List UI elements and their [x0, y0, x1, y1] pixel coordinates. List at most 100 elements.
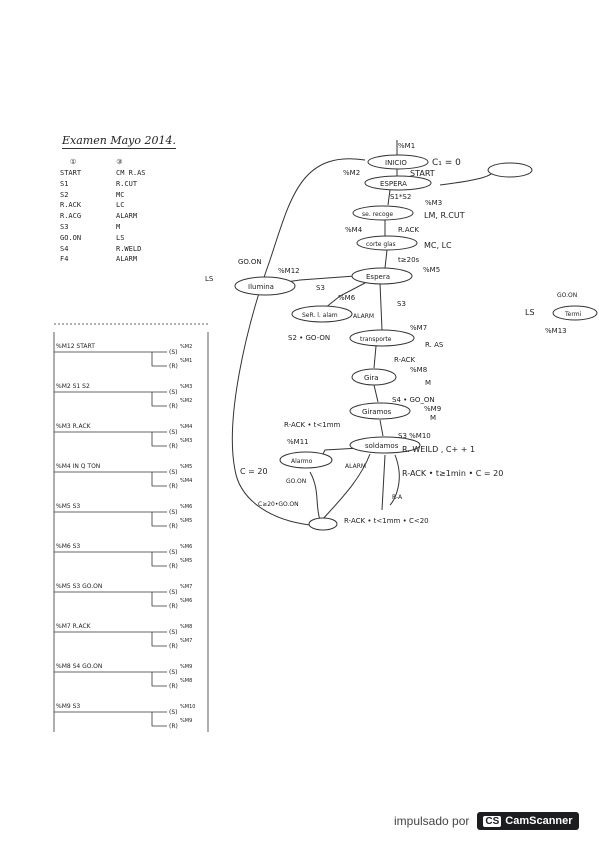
- transition: %M13: [545, 327, 567, 335]
- coil-address: %M9: [180, 718, 192, 724]
- flow-line: [379, 282, 383, 331]
- rung-branch: [151, 631, 167, 647]
- ladder-rung: %M9 S3(S)(R)%M10%M9: [54, 703, 195, 730]
- transition: %M8: [410, 366, 427, 374]
- step-espera2: [351, 267, 413, 285]
- step-action: LS: [525, 308, 535, 317]
- coil-symbol: (R): [169, 363, 178, 370]
- transition: R-ACK • t≥1min • C = 20: [402, 469, 503, 478]
- step-label: Giramos: [362, 408, 392, 416]
- coil-address: %M1: [180, 358, 192, 364]
- ladder-rung: %M4 IN Q TON(S)(R)%M5%M4: [54, 463, 192, 490]
- flow-line: [373, 345, 377, 369]
- io-input: S1: [60, 179, 69, 188]
- coil-address: %M8: [180, 624, 192, 630]
- branch-line: [389, 454, 400, 506]
- io-output: R.CUT: [116, 179, 138, 188]
- transition: C≥20•GO.ON: [258, 501, 299, 508]
- transition: S2 • GO-ON: [288, 334, 330, 342]
- io-input: F4: [60, 255, 69, 264]
- transition: %M12: [278, 267, 300, 275]
- coil-address: %M6: [180, 504, 192, 510]
- coil-symbol: (R): [169, 483, 178, 490]
- step-action: LM, R.CUT: [424, 211, 465, 220]
- ladder-diagram: %M12 START(S)(R)%M2%M1%M2 S1 S2(S)(R)%M3…: [53, 323, 209, 732]
- rung-contacts: %M8 S4 GO.ON: [56, 663, 102, 670]
- io-input: R.ACK: [60, 201, 82, 210]
- coil-address: %M5: [180, 518, 192, 524]
- ladder-rung: %M7 R.ACK(S)(R)%M8%M7: [54, 623, 192, 650]
- io-output: MC: [116, 190, 125, 199]
- coil-symbol: (R): [169, 403, 178, 410]
- transition: LS: [205, 275, 214, 283]
- coil-address: %M5: [180, 464, 192, 470]
- coil-symbol: (S): [169, 669, 178, 676]
- step-action: ALARM: [345, 463, 366, 470]
- transition: %M4: [345, 226, 363, 234]
- step-giramos: [349, 402, 411, 420]
- coil-symbol: (S): [169, 389, 178, 396]
- transition: GO.ON: [286, 478, 306, 485]
- rung-contacts: %M3 R.ACK: [56, 423, 92, 430]
- coil-symbol: (R): [169, 523, 178, 530]
- coil-address: %M2: [180, 398, 192, 404]
- transition: %M9: [424, 405, 441, 413]
- branch-line: [324, 282, 366, 309]
- step-soldamos: [349, 436, 421, 454]
- rung-contacts: %M9 S3: [56, 703, 80, 710]
- coil-symbol: (S): [169, 469, 178, 476]
- rung-branch: [151, 711, 167, 727]
- step-gira: [351, 368, 397, 386]
- flow-line: [384, 249, 388, 269]
- transition: %M7: [410, 324, 427, 332]
- transition: S3: [316, 284, 325, 292]
- step-seral: [291, 305, 353, 323]
- transition: S4 • GO_ON: [392, 396, 435, 404]
- io-output: ALARM: [116, 212, 138, 221]
- transition: %M1: [398, 142, 415, 150]
- coil-symbol: (R): [169, 643, 178, 650]
- branch-line: [321, 453, 371, 521]
- step-action: M: [425, 379, 431, 387]
- step-label: transporte: [360, 336, 392, 343]
- coil-symbol: (S): [169, 349, 178, 356]
- step-label: Espera: [366, 273, 390, 281]
- flow-line: [373, 384, 379, 403]
- ladder-rung: %M12 START(S)(R)%M2%M1: [54, 343, 192, 370]
- coil-address: %M8: [180, 678, 192, 684]
- step-label: Gira: [364, 374, 379, 382]
- coil-symbol: (S): [169, 709, 178, 716]
- coil-address: %M5: [180, 558, 192, 564]
- transition: R-ACK • t<1mm: [284, 421, 341, 429]
- coil-symbol: (S): [169, 429, 178, 436]
- coil-address: %M4: [180, 424, 192, 430]
- ladder-rung: %M8 S4 GO.ON(S)(R)%M9%M8: [54, 663, 192, 690]
- io-input: R.ACG: [60, 212, 82, 221]
- transition: %M5: [423, 266, 440, 274]
- rung-contacts: %M5 S3: [56, 503, 80, 510]
- rung-branch: [151, 391, 167, 407]
- step-action: C₁ = 0: [432, 158, 461, 168]
- flow-line: [387, 189, 391, 206]
- brand-name: CamScanner: [505, 815, 573, 827]
- branch-line: [381, 454, 386, 511]
- transition: R-A: [392, 494, 403, 501]
- io-output: ALARM: [116, 255, 138, 264]
- io-row: R.ACG ALARM: [60, 212, 210, 223]
- step-loop: [487, 162, 533, 178]
- io-output: R.WELD: [116, 244, 142, 253]
- rung-contacts: %M5 S3 GO.ON: [56, 583, 102, 590]
- step-label: INICIO: [385, 159, 407, 167]
- io-header-outputs: ③: [116, 158, 123, 166]
- coil-symbol: (S): [169, 549, 178, 556]
- transition: %M2: [343, 169, 360, 177]
- rung-branch: [151, 511, 167, 527]
- transition: %M11: [287, 438, 309, 446]
- coil-address: %M2: [180, 344, 192, 350]
- transition: S1*S2: [390, 193, 411, 201]
